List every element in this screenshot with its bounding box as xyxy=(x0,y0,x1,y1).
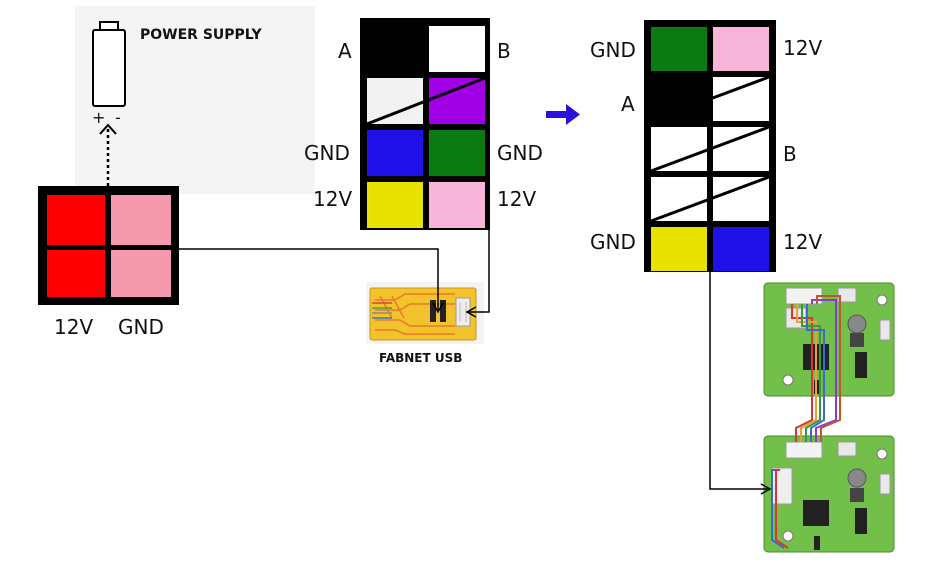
red-connector-cell xyxy=(47,250,105,297)
connector-b-cell xyxy=(713,77,769,121)
connector-b-label-b: B xyxy=(783,142,797,166)
connector-b-diagonal xyxy=(650,125,770,173)
connector-a-label-gnd-right: GND xyxy=(497,141,543,165)
connector-b xyxy=(644,20,776,272)
node-board-bottom xyxy=(763,435,895,553)
connector-b-cell xyxy=(713,177,769,221)
red-connector-12v-label: 12V xyxy=(54,315,93,339)
power-supply-title: POWER SUPPLY xyxy=(140,27,263,43)
fabnet-usb-label: FABNET USB xyxy=(379,351,462,365)
wire-12v-to-fabnet xyxy=(179,248,444,314)
connector-a-label-b: B xyxy=(497,39,511,63)
connector-a-cell xyxy=(367,130,423,176)
connector-a-cell xyxy=(429,182,485,228)
wire-connector-to-node xyxy=(709,272,772,495)
connector-a-cell xyxy=(429,130,485,176)
connector-a-label-gnd-left: GND xyxy=(304,141,350,165)
connector-b-diagonal xyxy=(650,75,770,123)
red-connector-cell xyxy=(47,195,105,245)
right-arrow-icon xyxy=(546,104,580,125)
connector-a-cell xyxy=(367,26,423,72)
chevron-up-icon xyxy=(99,123,117,135)
connector-a xyxy=(360,18,490,230)
connector-b-cell xyxy=(651,227,707,271)
connector-a-diagonal xyxy=(366,76,486,126)
connector-b-cell xyxy=(651,127,707,171)
connector-b-label-a: A xyxy=(621,92,635,116)
connector-a-cell xyxy=(367,182,423,228)
connector-b-cell xyxy=(713,27,769,71)
connector-b-label-12v-bottom: 12V xyxy=(783,230,822,254)
connector-b-label-gnd-top: GND xyxy=(590,38,636,62)
connector-a-cell xyxy=(429,26,485,72)
connector-a-cell xyxy=(367,78,423,124)
connector-a-label-12v-right: 12V xyxy=(497,187,536,211)
red-connector-gnd-label: GND xyxy=(118,315,164,339)
connector-b-cell xyxy=(713,127,769,171)
red-connector-cell xyxy=(111,250,171,297)
connector-a-cell xyxy=(429,78,485,124)
connector-b-cell xyxy=(651,177,707,221)
connector-a-label-12v-left: 12V xyxy=(313,187,352,211)
connector-b-label-12v-top: 12V xyxy=(783,36,822,60)
connector-b-cell xyxy=(713,227,769,271)
battery-icon xyxy=(92,21,126,107)
connector-b-diagonal xyxy=(650,175,770,223)
red-connector xyxy=(38,186,179,305)
red-connector-cell xyxy=(111,195,171,245)
connector-a-label-a: A xyxy=(338,39,352,63)
plus-terminal-label: + xyxy=(92,108,105,127)
wire-connector-to-fabnet xyxy=(465,228,490,318)
fabnet-usb-board xyxy=(366,282,484,344)
minus-terminal-label: - xyxy=(115,108,121,127)
ribbon-cable xyxy=(771,295,841,549)
connector-b-cell xyxy=(651,77,707,121)
connector-b-cell xyxy=(651,27,707,71)
connector-b-label-gnd-bottom: GND xyxy=(590,230,636,254)
